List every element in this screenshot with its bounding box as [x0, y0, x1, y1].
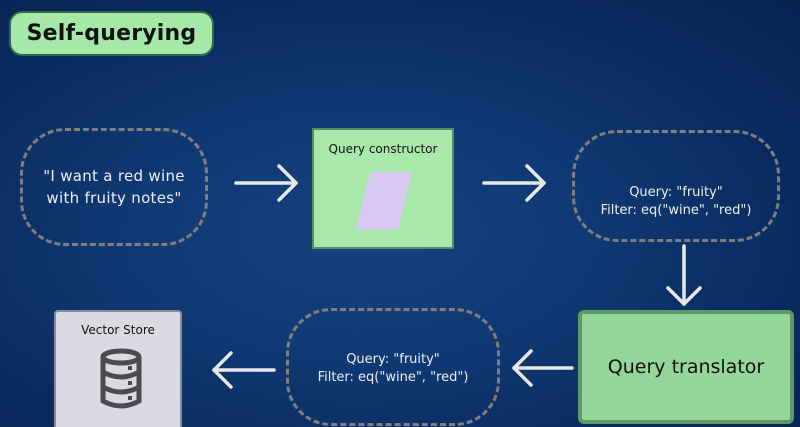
arrow-left-2-icon	[212, 351, 276, 389]
query-translator-box: Query translator	[578, 310, 794, 424]
vector-store-label: Vector Store	[81, 323, 155, 337]
structured-query-top-filter: Filter: eq("wine", "red")	[600, 203, 752, 218]
structured-query-bottom-bubble: Query: "fruity" Filter: eq("wine", "red"…	[286, 308, 500, 426]
structured-query-bottom-query: Query: "fruity"	[346, 352, 440, 367]
arrow-right-2-icon	[482, 164, 546, 202]
arrow-left-1-icon	[512, 349, 574, 387]
arrow-right-1-icon	[234, 164, 298, 202]
structured-query-top-query: Query: "fruity"	[629, 185, 723, 200]
database-icon	[100, 348, 142, 409]
structured-query-bottom-filter: Filter: eq("wine", "red")	[317, 370, 469, 385]
diagram-title: Self-querying	[9, 11, 214, 56]
user-query-bubble: "I want a red wine with fruity notes"	[20, 128, 208, 246]
arrow-down-icon	[666, 244, 702, 306]
structured-query-top-bubble: Query: "fruity" Filter: eq("wine", "red"…	[572, 130, 780, 242]
query-translator-label: Query translator	[607, 356, 765, 378]
user-query-line-2: with fruity notes"	[46, 189, 182, 207]
query-constructor-box: Query constructor	[312, 128, 454, 249]
query-constructor-shape	[356, 172, 412, 230]
vector-store-box: Vector Store	[54, 310, 182, 427]
user-query-line-1: "I want a red wine	[43, 167, 185, 185]
query-constructor-label: Query constructor	[328, 142, 438, 156]
parallelogram-shape-icon	[356, 172, 412, 230]
